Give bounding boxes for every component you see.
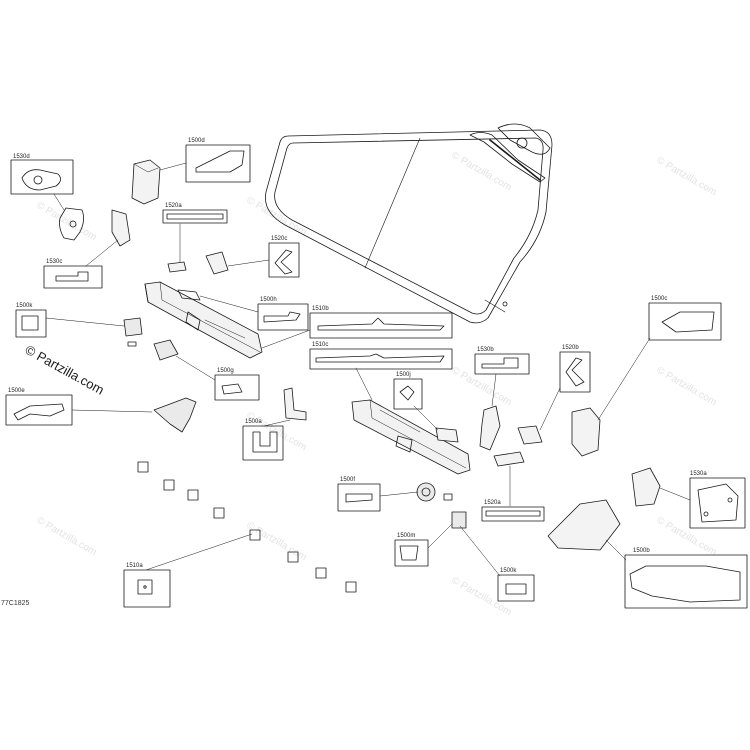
callout-1500j: 1500j xyxy=(396,372,411,378)
callout-1500f: 1500f xyxy=(340,477,356,483)
callout-1510a: 1510a xyxy=(126,563,143,569)
part-1530a xyxy=(631,467,746,529)
callout-1520a: 1520a xyxy=(165,203,182,209)
part-1520c xyxy=(205,242,300,278)
wiper-assembly xyxy=(469,123,551,183)
callout-1530d: 1530d xyxy=(13,154,30,160)
part-1500h xyxy=(199,295,309,331)
part-1530d xyxy=(10,159,84,241)
callout-1500b: 1500b xyxy=(633,548,650,554)
part-1500m xyxy=(394,511,467,567)
part-1530b xyxy=(474,353,530,451)
callout-1520b: 1520b xyxy=(562,345,579,351)
part-1510c xyxy=(309,348,453,370)
part-1500k-bottom xyxy=(459,525,535,602)
part-1520b xyxy=(517,351,591,445)
part-1520a-top xyxy=(162,209,228,273)
part-1500f xyxy=(337,482,453,512)
callout-1500k: 1500k xyxy=(500,568,517,574)
callout-1500c: 1500c xyxy=(651,296,668,302)
part-1510a xyxy=(123,533,253,608)
figure-code: 77C1825 xyxy=(1,600,30,607)
part-1530c xyxy=(43,209,131,289)
callout-1530b: 1530b xyxy=(477,347,494,353)
callout-1500d: 1500d xyxy=(188,138,205,144)
fastener-squares xyxy=(137,461,357,593)
windshield xyxy=(265,129,553,324)
dash-panel-left xyxy=(144,281,263,359)
part-1500e xyxy=(5,394,197,433)
part-1500j xyxy=(393,378,459,443)
callout-1510b: 1510b xyxy=(312,306,329,312)
part-1510b xyxy=(261,312,453,349)
part-1500d xyxy=(131,144,251,205)
dash-panel-center xyxy=(351,367,471,475)
part-1500a xyxy=(242,387,307,461)
callout-1500m: 1500m xyxy=(397,533,416,539)
callout-1510c: 1510c xyxy=(312,342,329,348)
callout-1500k: 1500k xyxy=(16,303,33,309)
part-1500b xyxy=(547,499,748,609)
callout-1500g: 1500g xyxy=(217,368,234,374)
callout-1520c: 1520c xyxy=(271,236,288,242)
callout-1530a: 1530a xyxy=(690,471,707,477)
callout-1500a: 1500a xyxy=(245,419,262,425)
part-1520a-bottom xyxy=(481,451,545,522)
callout-1530c: 1530c xyxy=(46,259,63,265)
part-1500g xyxy=(153,339,260,401)
part-1500k-left xyxy=(15,309,143,347)
callout-1500e: 1500e xyxy=(8,388,25,394)
part-1500c xyxy=(571,302,722,457)
callout-1520a: 1520a xyxy=(484,500,501,506)
callout-1500h: 1500h xyxy=(260,297,277,303)
